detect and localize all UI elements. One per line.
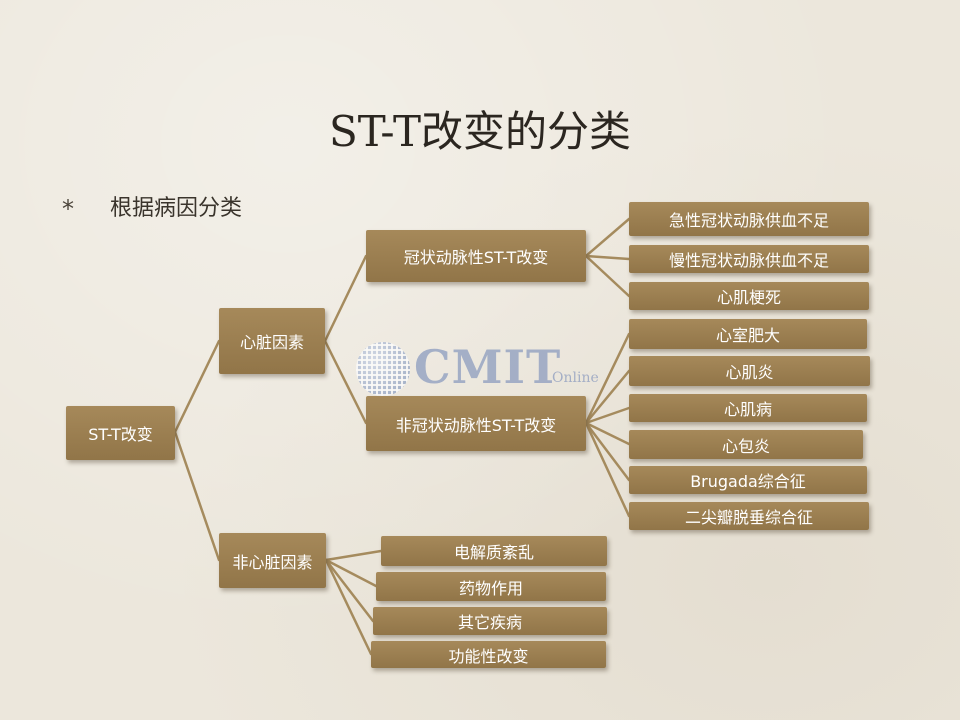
connector-noncardiac-leaf-3 bbox=[324, 558, 375, 623]
connector-cardiac-coronary bbox=[323, 254, 368, 343]
node-noncardiac-leaf: 电解质紊乱 bbox=[381, 536, 607, 566]
connector-cardiac-noncoronary bbox=[323, 339, 368, 425]
slide-title: ST-T改变的分类 bbox=[328, 107, 632, 156]
node-noncardiac-leaf: 其它疾病 bbox=[373, 607, 607, 635]
node-noncoronary-leaf: 二尖瓣脱垂综合征 bbox=[629, 502, 869, 530]
connector-noncoronary-leaf-1 bbox=[584, 332, 631, 425]
bullet-star-icon: * bbox=[62, 195, 74, 223]
node-coronary-leaf: 急性冠状动脉供血不足 bbox=[629, 202, 869, 236]
node-noncoronary-leaf: 心包炎 bbox=[629, 430, 863, 459]
slide-subtitle: 根据病因分类 bbox=[110, 196, 243, 221]
node-noncoronary-leaf: Brugada综合征 bbox=[629, 466, 867, 494]
connector-coronary-leaf-3 bbox=[584, 254, 631, 298]
connector-noncoronary-leaf-5 bbox=[584, 421, 631, 482]
connector-noncardiac-leaf-4 bbox=[324, 558, 373, 656]
connector-noncardiac-leaf-1 bbox=[324, 549, 383, 562]
connector-noncoronary-leaf-3 bbox=[584, 406, 631, 425]
connector-noncoronary-leaf-6 bbox=[584, 421, 631, 518]
node-cardiac: 心脏因素 bbox=[219, 308, 325, 374]
connector-noncoronary-leaf-2 bbox=[584, 369, 631, 425]
connector-coronary-leaf-1 bbox=[584, 217, 631, 258]
node-noncoronary-leaf: 心肌病 bbox=[629, 394, 867, 422]
node-root: ST-T改变 bbox=[66, 406, 175, 460]
node-coronary-leaf: 慢性冠状动脉供血不足 bbox=[629, 245, 869, 273]
node-noncardiac: 非心脏因素 bbox=[219, 533, 326, 588]
node-noncardiac-leaf: 药物作用 bbox=[376, 572, 606, 601]
connector-coronary-leaf-2 bbox=[584, 254, 631, 261]
node-noncardiac-leaf: 功能性改变 bbox=[371, 641, 606, 668]
connector-root-cardiac bbox=[173, 339, 221, 434]
node-noncoronary: 非冠状动脉性ST-T改变 bbox=[366, 396, 586, 451]
node-noncoronary-leaf: 心室肥大 bbox=[629, 319, 867, 349]
connector-root-noncardiac bbox=[173, 430, 221, 562]
node-coronary-leaf: 心肌梗死 bbox=[629, 282, 869, 310]
node-coronary: 冠状动脉性ST-T改变 bbox=[366, 230, 586, 282]
connector-noncardiac-leaf-2 bbox=[324, 558, 378, 588]
node-noncoronary-leaf: 心肌炎 bbox=[629, 356, 870, 386]
connector-noncoronary-leaf-4 bbox=[584, 421, 631, 446]
